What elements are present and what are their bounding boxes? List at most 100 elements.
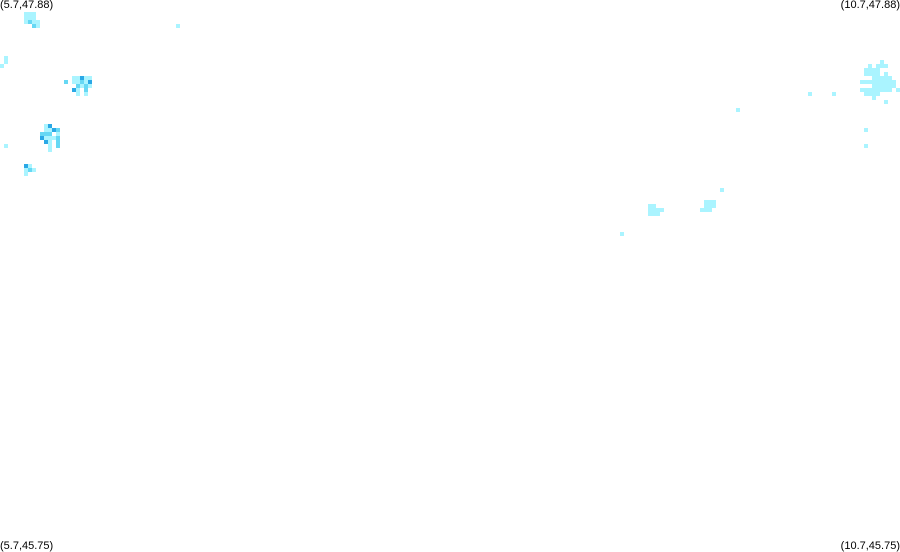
heat-cell-isolated xyxy=(832,92,836,96)
heat-cell-northwest-stack xyxy=(28,16,32,20)
heat-cell-northeast-field xyxy=(868,68,872,72)
heat-cell-northeast-field xyxy=(872,84,876,88)
heat-cell-west-tail xyxy=(32,168,36,172)
heat-cell-northwest-diagonal-upper xyxy=(72,80,76,84)
heat-cell-northeast-field xyxy=(872,72,876,76)
heat-cell-northeast-field xyxy=(868,92,872,96)
heat-cell-northeast-field xyxy=(868,64,872,68)
heat-cell-northwest-diagonal-upper xyxy=(64,80,68,84)
heat-cell-northeast-field xyxy=(860,88,864,92)
heat-cell-northeast-field xyxy=(884,76,888,80)
heat-cell-east-center-pair-a xyxy=(660,208,664,212)
heat-cell-northwest-stack xyxy=(32,16,36,20)
heat-cell-east-center-pair-a xyxy=(648,212,652,216)
heat-cell-northwest-stack xyxy=(24,12,28,16)
heat-cell-northwest-diagonal-upper xyxy=(88,80,92,84)
heat-cell-northwest-diagonal-lower xyxy=(56,128,60,132)
heat-cell-east-center-pair-a xyxy=(656,208,660,212)
heat-cell-northwest-stack xyxy=(32,20,36,24)
heat-cell-northwest-diagonal-lower xyxy=(40,132,44,136)
heat-cell-isolated xyxy=(720,188,724,192)
heat-cell-northwest-diagonal-upper xyxy=(80,80,84,84)
heat-cell-northeast-field xyxy=(884,64,888,68)
corner-label-bottom-left: (5.7,45.75) xyxy=(0,540,54,552)
heat-cell-east-center-pair-b xyxy=(704,200,708,204)
heat-cell-northeast-field xyxy=(864,80,868,84)
heat-cell-northeast-field xyxy=(876,80,880,84)
heat-cell-northwest-diagonal-upper xyxy=(72,88,76,92)
heat-cell-east-center-pair-a xyxy=(648,208,652,212)
heat-cell-northeast-field xyxy=(872,96,876,100)
heat-cell-northwest-diagonal-upper xyxy=(88,76,92,80)
heat-cell-northeast-field xyxy=(888,80,892,84)
heat-cell-east-center-pair-b xyxy=(708,200,712,204)
heat-cell-northeast-field xyxy=(880,76,884,80)
heat-cell-northwest-diagonal-lower xyxy=(52,136,56,140)
heat-cell-east-center-pair-a xyxy=(648,204,652,208)
heat-cell-northeast-field xyxy=(876,76,880,80)
heat-cell-northeast-field xyxy=(884,100,888,104)
heat-cell-east-center-pair-b xyxy=(708,204,712,208)
heat-cell-east-center-pair-a xyxy=(656,212,660,216)
heat-cell-northwest-stack xyxy=(24,20,28,24)
heat-cell-northeast-field xyxy=(864,72,868,76)
heat-cell-northeast-field xyxy=(872,88,876,92)
heat-cell-northwest-diagonal-lower xyxy=(40,136,44,140)
heat-cell-northeast-field xyxy=(876,88,880,92)
heat-cell-northeast-field xyxy=(892,80,896,84)
heat-cell-northeast-field xyxy=(880,60,884,64)
heat-cell-northeast-field xyxy=(868,72,872,76)
heat-cell-isolated xyxy=(176,24,180,28)
heat-cell-northwest-diagonal-upper xyxy=(76,92,80,96)
heat-cell-east-center-pair-b xyxy=(700,208,704,212)
corner-label-bottom-right: (10.7,45.75) xyxy=(840,540,900,552)
heat-cell-northwest-diagonal-lower xyxy=(56,140,60,144)
heat-cell-east-center-pair-b xyxy=(704,204,708,208)
heat-cell-northwest-diagonal-upper xyxy=(84,92,88,96)
heat-cell-northeast-field xyxy=(860,80,864,84)
heat-cell-east-center-pair-b xyxy=(704,208,708,212)
heat-cell-northwest-diagonal-lower xyxy=(48,144,52,148)
heat-cell-northwest-stack xyxy=(36,24,40,28)
heat-cell-northeast-field xyxy=(884,88,888,92)
heat-cell-northwest-diagonal-lower xyxy=(44,124,48,128)
heat-cell-northwest-stack xyxy=(32,12,36,16)
heat-cell-northeast-field xyxy=(876,84,880,88)
heat-cell-northwest-diagonal-lower xyxy=(48,140,52,144)
heat-cell-northeast-field xyxy=(884,80,888,84)
heat-cell-northeast-field xyxy=(888,76,892,80)
heat-cell-northeast-field xyxy=(880,84,884,88)
heat-cell-northwest-diagonal-lower xyxy=(56,136,60,140)
heat-cell-isolated xyxy=(736,108,740,112)
heat-cell-isolated xyxy=(620,232,624,236)
heat-cell-northeast-field xyxy=(864,68,868,72)
heat-cell-northwest-diagonal-lower xyxy=(44,136,48,140)
heat-cell-northwest-stack xyxy=(28,20,32,24)
heat-cell-northwest-diagonal-upper xyxy=(72,76,76,80)
heat-cell-northwest-diagonal-upper xyxy=(84,88,88,92)
heat-cell-northeast-field xyxy=(884,72,888,76)
heat-cell-isolated xyxy=(864,144,868,148)
heat-cell-northwest-diagonal-lower xyxy=(56,132,60,136)
heat-cell-west-tail xyxy=(28,168,32,172)
heat-cell-northeast-field xyxy=(872,80,876,84)
heat-cell-northwest-diagonal-lower xyxy=(48,128,52,132)
heat-cell-northwest-diagonal-upper xyxy=(84,80,88,84)
heat-cell-northeast-field xyxy=(876,72,880,76)
heat-cell-east-center-pair-b xyxy=(712,200,716,204)
heat-cell-west-tail xyxy=(28,164,32,168)
heat-cell-northeast-field xyxy=(888,84,892,88)
heat-cell-northwest-diagonal-lower xyxy=(56,144,60,148)
heat-cell-northwest-stack xyxy=(32,24,36,28)
heat-cell-east-center-pair-b xyxy=(708,208,712,212)
heat-cell-northeast-field xyxy=(876,68,880,72)
heat-cell-northeast-field xyxy=(864,92,868,96)
heat-cell-northeast-field xyxy=(876,64,880,68)
heat-cell-west-tail xyxy=(24,164,28,168)
heat-cell-northwest-diagonal-lower xyxy=(48,136,52,140)
heat-cell-northeast-field xyxy=(868,80,872,84)
heat-cell-northeast-field xyxy=(880,64,884,68)
heat-cell-northwest-diagonal-lower xyxy=(48,132,52,136)
heat-cell-far-west-edge xyxy=(4,56,8,60)
heat-cell-isolated xyxy=(4,144,8,148)
